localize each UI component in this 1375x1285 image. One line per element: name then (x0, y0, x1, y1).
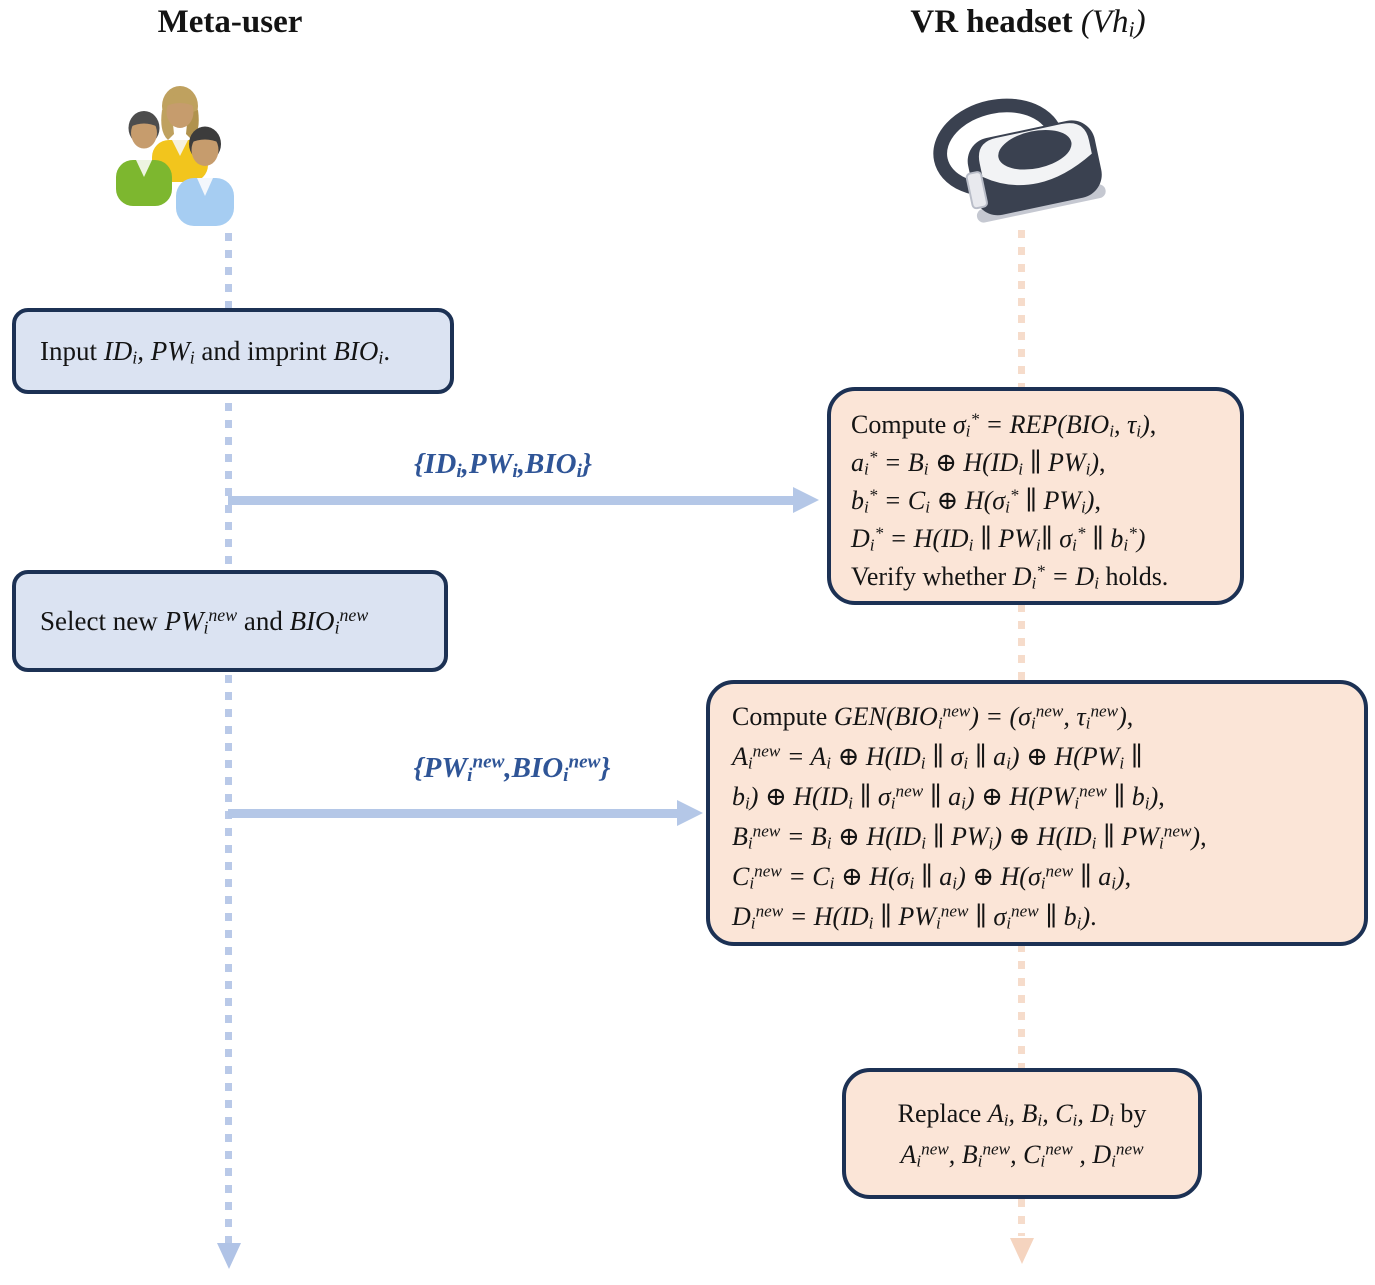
math-line: Compute GEN(BIOinew) = (σinew, τinew), (732, 701, 1134, 733)
user-left (116, 111, 172, 206)
message2-arrow (228, 809, 678, 818)
input-credentials-text: Input IDi, PWi and imprint BIOi. (40, 335, 391, 368)
math-line: Cinew = Ci ⊕ H(σi ∥ ai) ⊕ H(σinew ∥ ai), (732, 861, 1132, 893)
message1-arrow (228, 496, 794, 505)
users-icon (116, 86, 234, 226)
meta-user-lifeline-arrowhead (217, 1243, 241, 1269)
math-line: Di* = H(IDi ∥ PWi∥ σi* ∥ bi*) (851, 523, 1146, 555)
math-line: Replace Ai, Bi, Ci, Di by (897, 1099, 1147, 1130)
verify-box: Compute σi* = REP(BIOi, τi), ai* = Bi ⊕ … (827, 387, 1244, 605)
message2-arrowhead (677, 800, 703, 826)
select-new-box: Select new PWinew and BIOinew (12, 570, 448, 672)
math-line: Verify whether Di* = Di holds. (851, 561, 1169, 593)
user-front (176, 126, 234, 226)
vr-headset-title: VR headset (Vhi) (910, 4, 1146, 42)
vr-headset-body (933, 98, 1106, 223)
meta-user-lifeline (225, 233, 232, 1243)
vr-headset-lifeline-arrowhead (1010, 1238, 1034, 1264)
math-line: bi) ⊕ H(IDi ∥ σinew ∥ ai) ⊕ H(PWinew ∥ b… (732, 781, 1165, 813)
vr-headset-icon (933, 98, 1106, 223)
math-line: Compute σi* = REP(BIOi, τi), (851, 409, 1157, 441)
math-line: Ainew, Binew, Cinew , Dinew (900, 1139, 1144, 1171)
math-line: Binew = Bi ⊕ H(IDi ∥ PWi) ⊕ H(IDi ∥ PWin… (732, 821, 1207, 853)
math-line: bi* = Ci ⊕ H(σi* ∥ PWi), (851, 485, 1101, 517)
math-line: Dinew = H(IDi ∥ PWinew ∥ σinew ∥ bi). (732, 901, 1097, 933)
select-new-text: Select new PWinew and BIOinew (40, 604, 369, 638)
message1-label: {IDi,PWi,BIOi} (414, 448, 592, 482)
message1-arrowhead (793, 487, 819, 513)
input-credentials-box: Input IDi, PWi and imprint BIOi. (12, 308, 454, 394)
meta-user-title: Meta-user (157, 4, 303, 40)
math-line: ai* = Bi ⊕ H(IDi ∥ PWi), (851, 447, 1106, 479)
message2-label: {PWinew,BIOinew} (413, 751, 611, 786)
compute-new-box: Compute GEN(BIOinew) = (σinew, τinew), A… (706, 680, 1368, 946)
math-line: Ainew = Ai ⊕ H(IDi ∥ σi ∥ ai) ⊕ H(PWi ∥ (732, 741, 1143, 773)
replace-box: Replace Ai, Bi, Ci, Di by Ainew, Binew, … (842, 1068, 1202, 1199)
